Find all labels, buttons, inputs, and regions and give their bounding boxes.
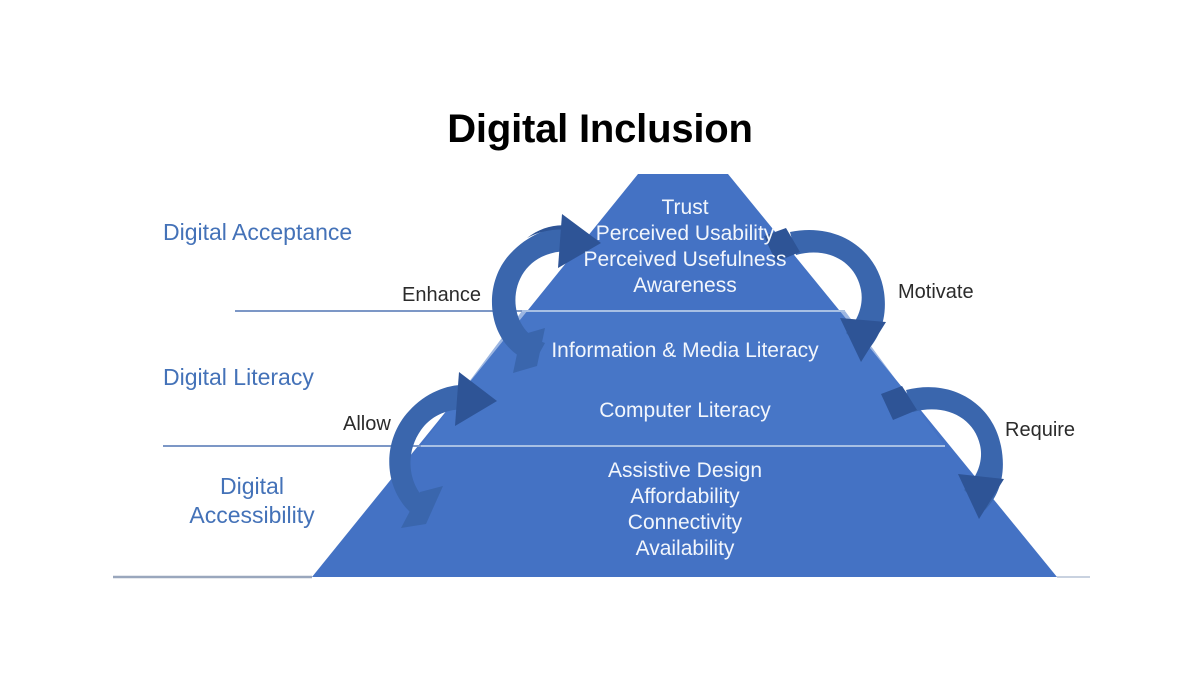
arrow-enhance — [491, 214, 601, 373]
arrow-require-head — [958, 474, 1004, 519]
category-label-digital-acceptance: Digital Acceptance — [163, 219, 353, 245]
tier-content-literacy-line-1: Information & Media Literacy — [551, 339, 819, 362]
category-label-digital-literacy: Digital Literacy — [163, 364, 314, 390]
arrow-label-require: Require — [1005, 419, 1076, 441]
arrow-require-tail — [881, 386, 917, 420]
arrow-enhance-shade — [527, 225, 578, 238]
arrow-allow — [389, 372, 497, 528]
pyramid-middle-band — [421, 311, 945, 446]
arrow-allow-body — [389, 384, 475, 518]
arrow-enhance-body — [491, 226, 578, 363]
arrow-enhance-tail-head — [513, 328, 545, 373]
arrow-label-motivate: Motivate — [898, 281, 974, 303]
arrow-motivate-head — [840, 318, 886, 362]
arrow-label-allow: Allow — [343, 413, 391, 435]
arrow-motivate-tail — [764, 228, 800, 262]
tier-content-literacy-line-2: Computer Literacy — [599, 399, 771, 422]
arrow-motivate — [764, 228, 886, 362]
arrow-allow-tail — [401, 486, 443, 528]
page-title: Digital Inclusion — [447, 107, 753, 151]
arrow-allow-head — [455, 372, 497, 426]
arrow-label-enhance: Enhance — [402, 284, 481, 306]
arrow-require — [881, 386, 1004, 519]
category-label-digital-accessibility: Digital Accessibility — [189, 473, 315, 528]
